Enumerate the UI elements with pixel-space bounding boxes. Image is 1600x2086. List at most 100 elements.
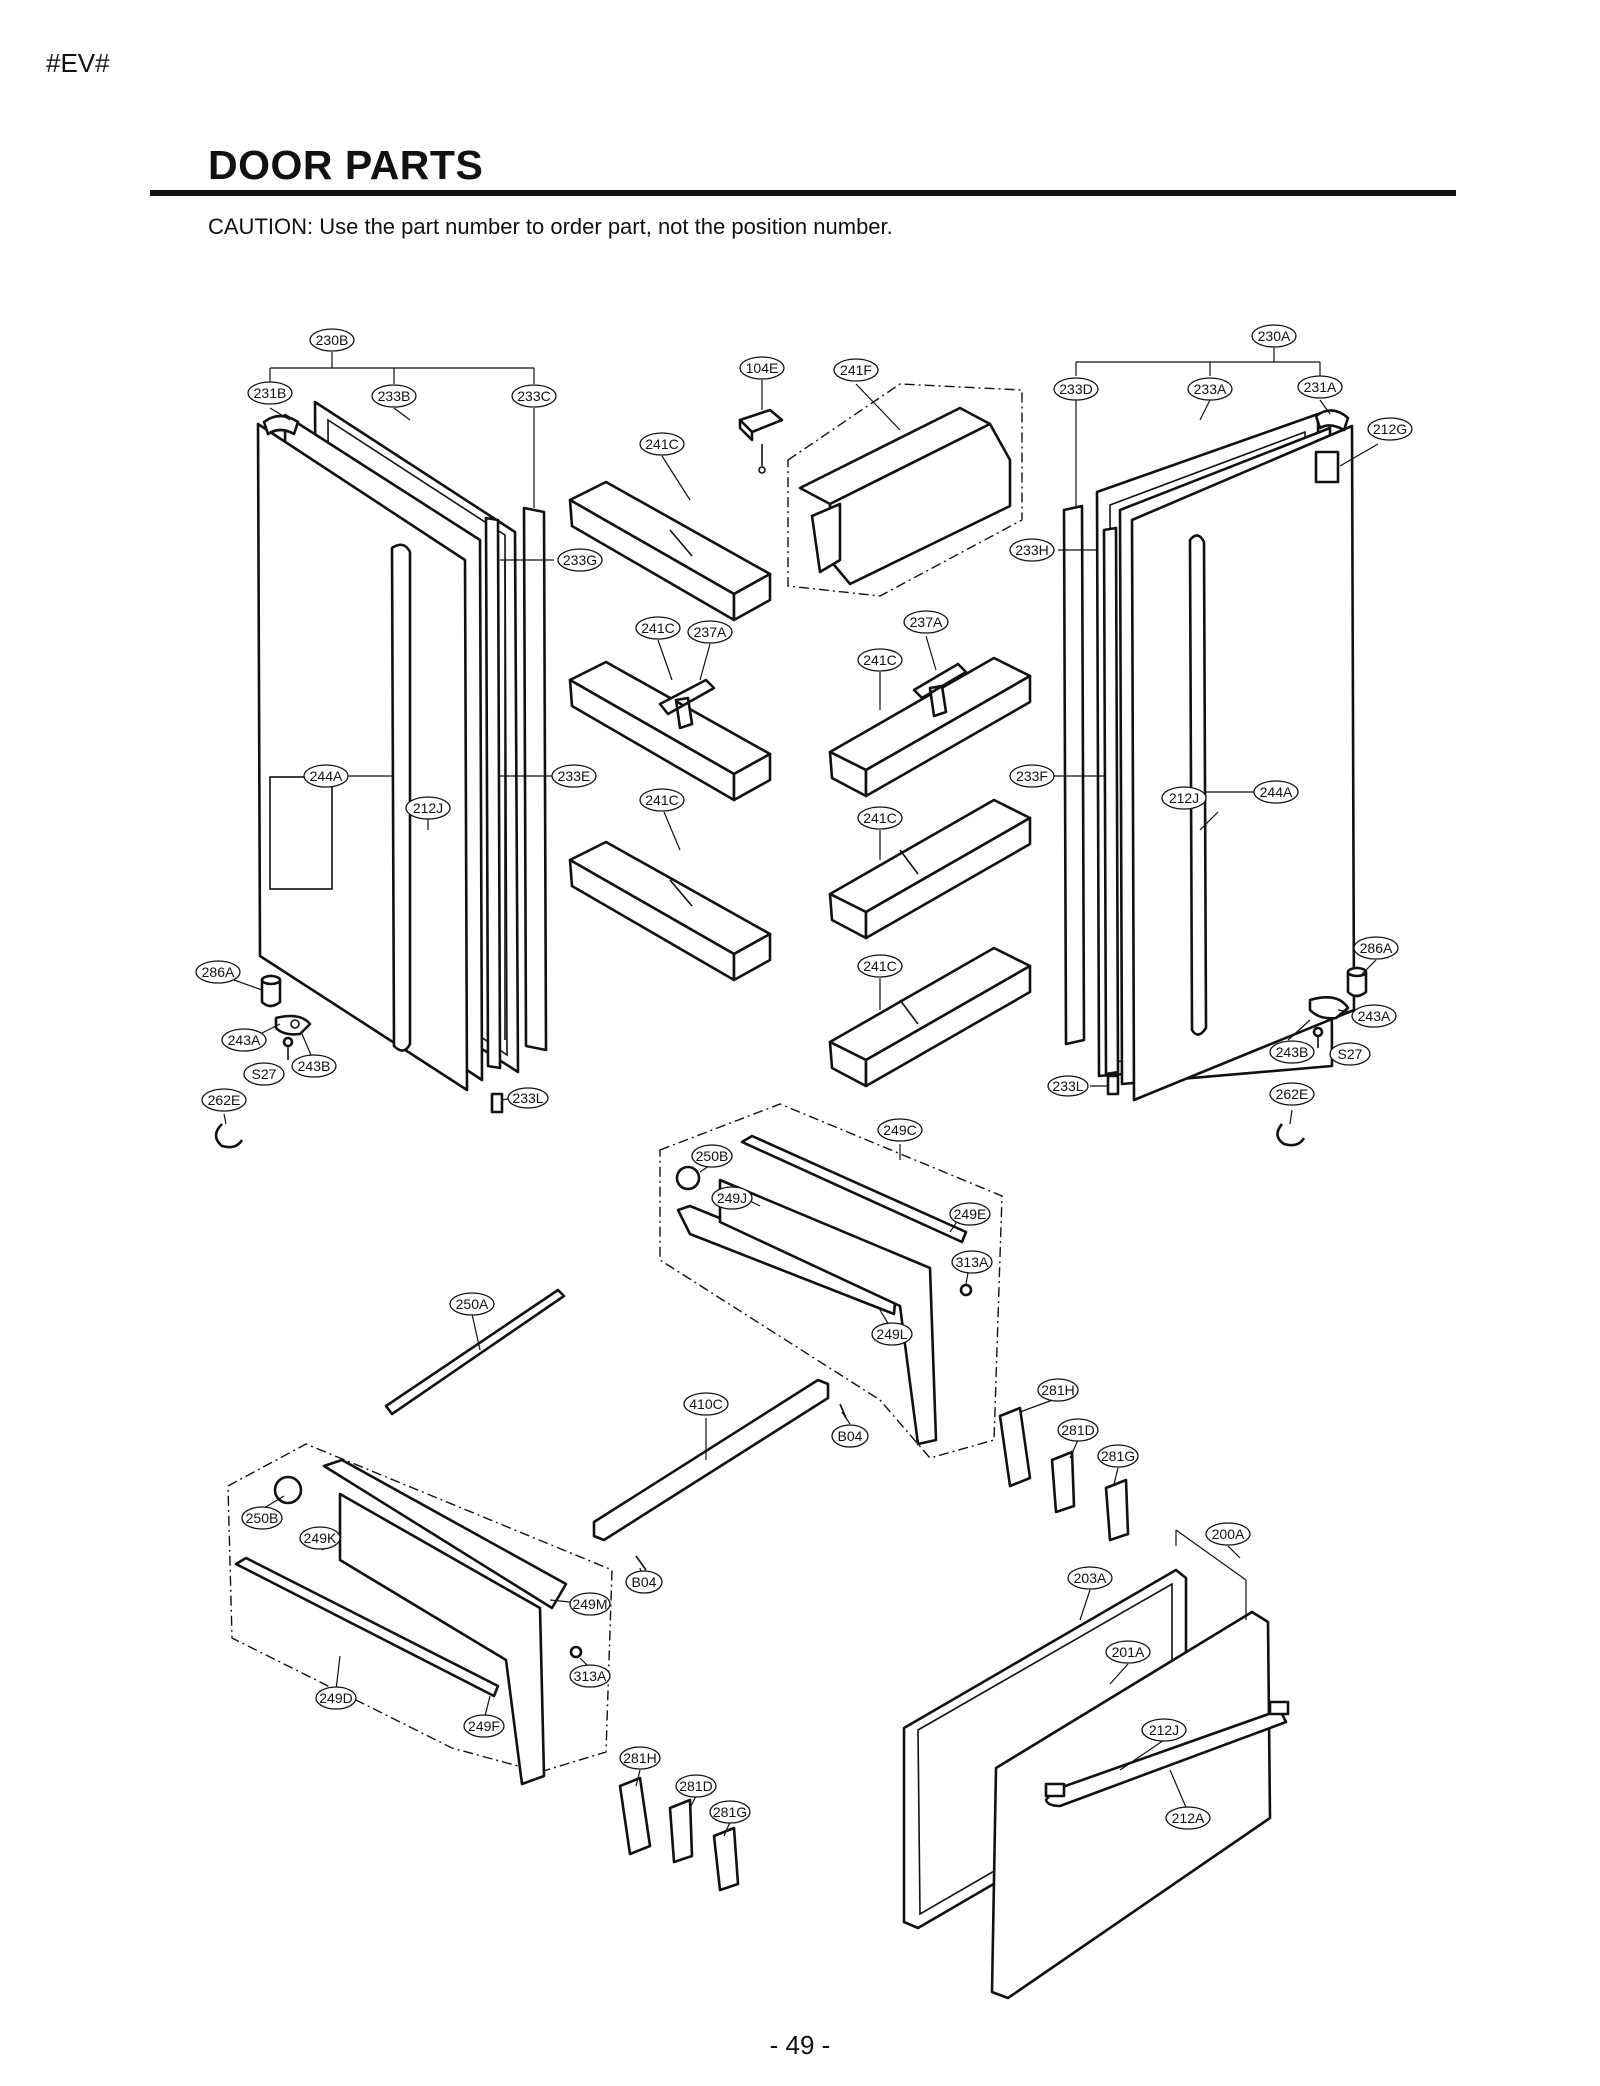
callout-241F-text: 241F <box>840 362 872 378</box>
callout-212J-b-text: 212J <box>1169 790 1199 806</box>
callout-249J: 249J <box>711 1186 753 1210</box>
callout-313A-a-text: 313A <box>956 1254 989 1270</box>
page-title: DOOR PARTS <box>208 142 484 188</box>
door-bin-left-3 <box>568 840 772 982</box>
callout-233E: 233E <box>551 764 597 788</box>
callout-231A: 231A <box>1297 375 1343 399</box>
drawer-handle-212A <box>1044 1708 1288 1808</box>
callout-286A-a-text: 286A <box>202 964 235 980</box>
drawer-door-panel <box>990 1610 1272 2000</box>
callout-233F: 233F <box>1009 764 1055 788</box>
callout-233F-text: 233F <box>1016 768 1048 784</box>
callout-281D-a: 281D <box>1057 1418 1099 1442</box>
callout-237A-b: 237A <box>903 610 949 634</box>
callout-241C-a: 241C <box>639 432 685 456</box>
callout-241C-d-text: 241C <box>645 792 678 808</box>
callout-243A-b: 243A <box>1351 1004 1397 1028</box>
callout-241C-b-text: 241C <box>641 620 674 636</box>
left-hinge-strip <box>484 516 502 1070</box>
callout-262E-b-text: 262E <box>1276 1086 1309 1102</box>
callout-281D-b-text: 281D <box>679 1778 712 1794</box>
callout-281H-b-text: 281H <box>623 1750 656 1766</box>
callout-233L-b-text: 233L <box>1052 1078 1083 1094</box>
callout-233H-text: 233H <box>1015 542 1048 558</box>
document-code: #EV# <box>46 48 110 78</box>
callout-241C-b: 241C <box>635 616 681 640</box>
callout-262E-a-text: 262E <box>208 1092 241 1108</box>
callout-S27-b: S27 <box>1329 1042 1371 1066</box>
callout-249E-text: 249E <box>954 1206 987 1222</box>
callout-233G-text: 233G <box>563 552 597 568</box>
dairy-bin <box>798 406 1012 586</box>
rail-249D <box>234 1556 500 1698</box>
callout-410C-text: 410C <box>689 1396 722 1412</box>
door-bin-right-3 <box>828 946 1032 1088</box>
callout-249F: 249F <box>463 1714 505 1738</box>
caution-note: CAUTION: Use the part number to order pa… <box>208 214 893 239</box>
callout-243B-a-text: 243B <box>298 1058 331 1074</box>
callout-241C-c: 241C <box>857 648 903 672</box>
left-door-clip <box>490 1092 504 1114</box>
callout-243A-a-text: 243A <box>228 1032 261 1048</box>
callout-249D-text: 249D <box>319 1690 352 1706</box>
callout-249M: 249M <box>569 1592 611 1616</box>
right-door-assembly <box>1062 409 1356 1102</box>
callout-250A-text: 250A <box>456 1296 489 1312</box>
callout-243B-a: 243B <box>291 1054 337 1078</box>
left-snap-ring <box>214 1123 244 1149</box>
callout-281H-a-text: 281H <box>1041 1382 1074 1398</box>
stopper-set-lower <box>618 1776 740 1892</box>
right-door-panel <box>1130 424 1356 1102</box>
callout-233B-text: 233B <box>378 388 411 404</box>
callout-250A: 250A <box>449 1292 495 1316</box>
callout-249M-text: 249M <box>572 1596 607 1612</box>
callout-313A-b: 313A <box>569 1664 611 1688</box>
callout-249L-text: 249L <box>876 1326 907 1342</box>
callout-281G-a-text: 281G <box>1101 1448 1135 1464</box>
callout-230B: 230B <box>309 328 355 352</box>
callout-241C-e: 241C <box>857 806 903 830</box>
right-door-frame-strip <box>1062 504 1086 1046</box>
left-hinge-bracket <box>274 1014 312 1036</box>
callout-212J-b: 212J <box>1161 786 1207 810</box>
door-bin-left-2 <box>568 660 772 802</box>
callout-231A-text: 231A <box>1304 379 1337 395</box>
right-door-label <box>1314 450 1340 484</box>
callout-286A-b-text: 286A <box>1360 940 1393 956</box>
callout-233L-a-text: 233L <box>512 1090 543 1106</box>
callout-237A-b-text: 237A <box>910 614 943 630</box>
page-number: - 49 - <box>769 2030 831 2060</box>
right-door-cap <box>1314 409 1350 432</box>
callout-S27-a-text: S27 <box>252 1066 277 1082</box>
callout-203A-text: 203A <box>1074 1570 1107 1586</box>
glide-rod-250A <box>384 1288 566 1416</box>
callout-B04-a-text: B04 <box>838 1428 863 1444</box>
hinge-cover-104E <box>738 408 784 474</box>
callout-244A-b-text: 244A <box>1260 784 1293 800</box>
callout-243B-b: 243B <box>1269 1040 1315 1064</box>
callout-212J-c-text: 212J <box>1149 1722 1179 1738</box>
callout-212G: 212G <box>1367 417 1413 441</box>
left-door-panel <box>256 422 469 1092</box>
callout-241C-d: 241C <box>639 788 685 812</box>
callout-286A-a: 286A <box>195 960 241 984</box>
callout-243A-b-text: 243A <box>1358 1008 1391 1024</box>
right-snap-ring <box>1276 1123 1306 1147</box>
callout-262E-b: 262E <box>1269 1082 1315 1106</box>
callout-233C: 233C <box>511 384 557 408</box>
callout-212J-a: 212J <box>405 796 451 820</box>
callout-230B-text: 230B <box>316 332 349 348</box>
stopper-set-upper <box>998 1406 1130 1542</box>
callout-250B-a-text: 250B <box>696 1148 729 1164</box>
callout-249D: 249D <box>315 1686 357 1710</box>
left-hinge-parts <box>214 974 504 1149</box>
callout-233A: 233A <box>1187 377 1233 401</box>
callout-231B: 231B <box>247 381 293 405</box>
door-bin-right-1 <box>828 656 1032 798</box>
callout-233A-text: 233A <box>1194 381 1227 397</box>
right-hinge-parts <box>1106 966 1368 1147</box>
rail-frame-249F <box>338 1492 546 1786</box>
callout-201A-text: 201A <box>1112 1644 1145 1660</box>
callout-241C-f-text: 241C <box>863 958 896 974</box>
